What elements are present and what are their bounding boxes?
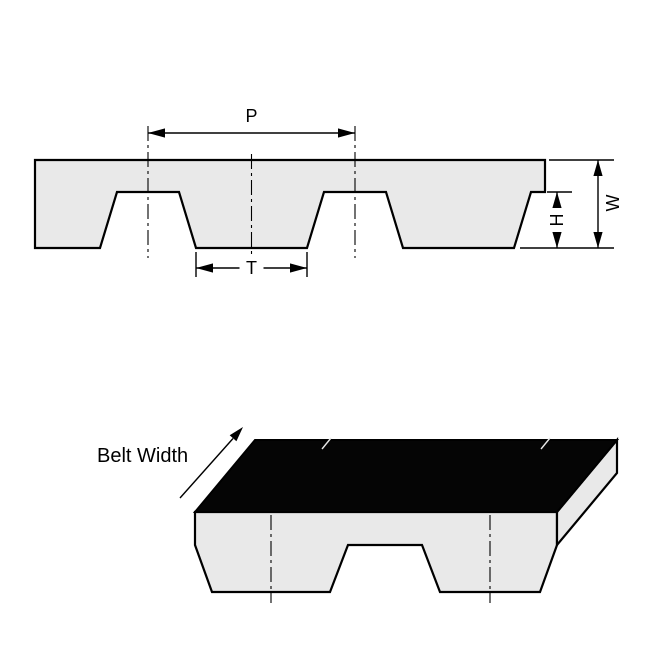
arrowhead-left-icon (148, 128, 165, 138)
arrowhead-upright-icon (229, 427, 243, 442)
centerline-tick (540, 437, 551, 450)
arrowhead-up-icon (593, 160, 603, 176)
label-mask (547, 208, 567, 232)
tooth-width-label: T (246, 258, 257, 278)
isometric-view: Belt Width (97, 427, 620, 603)
belt-front-face (193, 510, 559, 594)
pitch-dimension: P (148, 106, 355, 138)
arrowhead-left-icon (196, 263, 213, 273)
arrowhead-up-icon (552, 192, 562, 208)
belt-thickness-dimension: W (520, 159, 623, 249)
tooth-height-dimension: H (547, 191, 572, 248)
label-mask (239, 256, 264, 278)
centerline-tick (321, 437, 332, 450)
tooth-height-label: H (547, 214, 567, 227)
cross-section-view: P T H (33, 106, 623, 278)
pitch-label: P (245, 106, 257, 126)
belt-width-label: Belt Width (97, 445, 188, 467)
belt-cross-section-profile (33, 158, 547, 250)
arrowhead-right-icon (290, 263, 307, 273)
tooth-width-dimension: T (195, 252, 308, 278)
belt-width-annotation: Belt Width (97, 427, 243, 499)
belt-top-surface (192, 439, 620, 513)
arrowhead-right-icon (338, 128, 355, 138)
arrowhead-down-icon (593, 232, 603, 248)
belt-thickness-label: W (603, 195, 623, 212)
belt-width-arrow (179, 438, 234, 499)
arrowhead-down-icon (552, 232, 562, 248)
